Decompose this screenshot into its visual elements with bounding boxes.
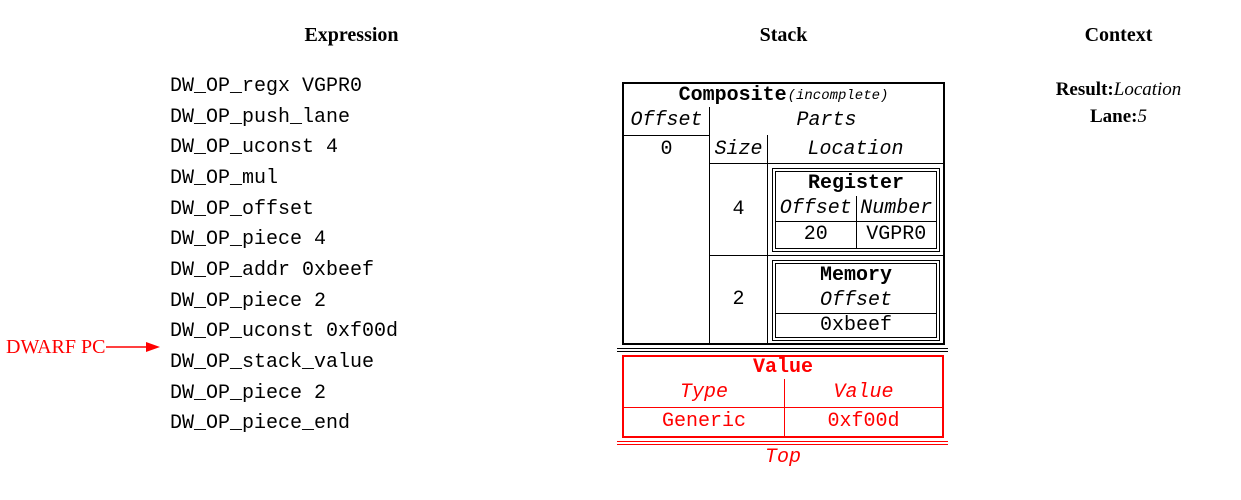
stack-column-title: Stack bbox=[759, 24, 808, 46]
register-number-value: VGPR0 bbox=[866, 223, 927, 246]
memory-value-row: 0xbeef bbox=[776, 314, 936, 337]
composite-qualifier: (incomplete) bbox=[787, 87, 889, 104]
context-result-line: Result:Location bbox=[1000, 79, 1237, 101]
expression-op: DW_OP_piece 2 bbox=[170, 381, 327, 405]
value-value-header: Value bbox=[833, 381, 894, 404]
register-number-header: Number bbox=[860, 196, 933, 220]
composite-offset-underline bbox=[624, 135, 709, 136]
memory-header-row: Offset bbox=[776, 288, 936, 313]
context-column-title: Context bbox=[1084, 24, 1153, 46]
stack-entry-separator bbox=[617, 348, 948, 352]
stack-entry-value-table: Value Type Value Generic 0xf00d bbox=[622, 355, 944, 438]
memory-location-table-inner: Memory Offset 0xbeef bbox=[775, 263, 937, 338]
register-location-table-inner: Register Offset Number 20 VGPR0 bbox=[775, 171, 937, 249]
register-title: Register bbox=[807, 172, 904, 195]
value-header-underline bbox=[624, 407, 942, 408]
expression-op: DW_OP_mul bbox=[170, 166, 279, 190]
expression-op: DW_OP_offset bbox=[170, 197, 315, 221]
expression-op: DW_OP_piece_end bbox=[170, 412, 351, 436]
dwarf-pc-arrow-icon bbox=[106, 342, 161, 352]
register-offset-value: 20 bbox=[776, 222, 857, 248]
register-value-row: 20 VGPR0 bbox=[776, 222, 936, 248]
dwarf-pc-label: DWARF PC bbox=[6, 336, 106, 358]
composite-title-row: Composite(incomplete) bbox=[624, 84, 943, 107]
lane-label: Lane: bbox=[1090, 106, 1138, 127]
part-size-value: 2 bbox=[732, 287, 745, 311]
memory-header-underline bbox=[776, 313, 936, 314]
stack-entry-composite-table: Composite(incomplete) Offset Parts 0 Siz… bbox=[622, 82, 945, 345]
composite-part-row-divider bbox=[710, 255, 943, 256]
expression-op: DW_OP_piece 4 bbox=[170, 228, 327, 252]
expression-op: DW_OP_stack_value bbox=[170, 351, 375, 375]
expression-op: DW_OP_addr 0xbeef bbox=[170, 258, 375, 282]
composite-parts-header-underline bbox=[710, 163, 943, 164]
result-value: Location bbox=[1113, 79, 1182, 100]
composite-parts-header: Parts bbox=[796, 109, 857, 132]
composite-location-header: Location bbox=[807, 137, 904, 161]
composite-title: Composite bbox=[678, 83, 787, 107]
memory-location-table: Memory Offset 0xbeef bbox=[772, 260, 940, 341]
value-type-value: Generic bbox=[661, 410, 746, 433]
register-header-row: Offset Number bbox=[776, 196, 936, 221]
composite-offset-value: 0 bbox=[660, 137, 673, 161]
memory-title: Memory bbox=[819, 264, 892, 287]
expression-op: DW_OP_regx VGPR0 bbox=[170, 74, 363, 98]
expression-op: DW_OP_piece 2 bbox=[170, 289, 327, 313]
composite-size-header: Size bbox=[714, 137, 763, 161]
dwarf-pc-marker: DWARF PC bbox=[6, 336, 161, 358]
result-label: Result: bbox=[1055, 79, 1114, 100]
expression-op: DW_OP_uconst 0xf00d bbox=[170, 320, 399, 344]
composite-offset-header: Offset bbox=[630, 109, 703, 132]
register-header-underline bbox=[776, 221, 936, 222]
stack-top-separator bbox=[617, 441, 948, 445]
register-offset-header: Offset bbox=[776, 196, 857, 221]
part-size-value: 4 bbox=[732, 197, 745, 221]
value-type-header: Type bbox=[679, 381, 728, 404]
stack-top-label: Top bbox=[764, 446, 801, 469]
value-title: Value bbox=[752, 356, 813, 379]
context-lane-line: Lane:5 bbox=[1000, 106, 1237, 128]
composite-offset-parts-divider bbox=[709, 107, 710, 343]
expression-op: DW_OP_uconst 4 bbox=[170, 136, 339, 160]
register-location-table: Register Offset Number 20 VGPR0 bbox=[772, 168, 940, 252]
memory-offset-header: Offset bbox=[819, 288, 892, 312]
expression-column-title: Expression bbox=[304, 24, 399, 46]
expression-op: DW_OP_push_lane bbox=[170, 105, 351, 129]
lane-value: 5 bbox=[1137, 106, 1148, 127]
composite-size-location-divider bbox=[767, 135, 768, 343]
expression-list: DW_OP_regx VGPR0 DW_OP_push_lane DW_OP_u… bbox=[170, 71, 398, 439]
value-value-value: 0xf00d bbox=[827, 410, 900, 433]
memory-offset-value: 0xbeef bbox=[819, 313, 892, 337]
